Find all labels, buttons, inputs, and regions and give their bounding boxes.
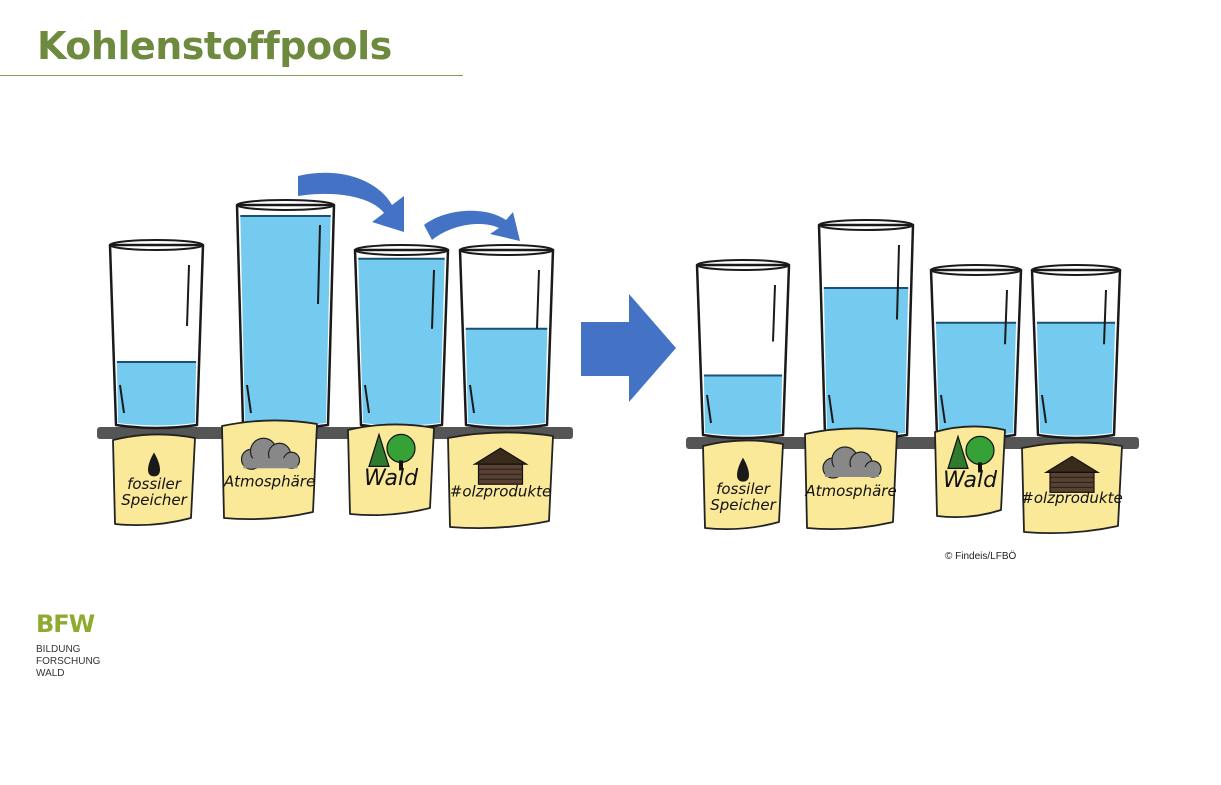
pool-tag-wood: #olzprodukte [447, 431, 554, 530]
pool-label: Wald [364, 466, 419, 491]
pool-label: Atmosphäre [223, 473, 315, 491]
pool-tag-wood: #olzprodukte [1021, 441, 1123, 535]
pool-label: Speicher [121, 491, 187, 509]
log-cabin-icon [472, 447, 529, 485]
pool-label: Speicher [710, 496, 776, 514]
title-divider [0, 75, 463, 76]
trees-icon [368, 432, 416, 471]
log-cabin-icon [1043, 455, 1101, 493]
water-glass [817, 219, 915, 440]
pool-tag-forest: Wald [347, 423, 435, 517]
oil-drop-icon [148, 452, 160, 477]
water-glass [1030, 264, 1122, 440]
water-glass [458, 244, 555, 430]
water-glass [235, 199, 336, 430]
water-level [823, 288, 909, 436]
water-glass [353, 244, 450, 430]
water-level [1036, 322, 1116, 436]
water-glass [695, 259, 791, 440]
trees-icon [947, 434, 995, 473]
pool-tag-atmosphere: Atmosphäre [804, 427, 898, 531]
pool-tag-forest: Wald [934, 425, 1006, 519]
pool-label: Wald [943, 468, 998, 493]
pool-label: #olzprodukte [450, 483, 551, 501]
pool-tag-atmosphere: Atmosphäre [221, 419, 318, 521]
curved-arrow-atmosphere-to-forest [298, 172, 404, 232]
bfw-logo: BFW BILDUNG FORSCHUNG WALD [36, 612, 100, 680]
pool-label: fossiler [127, 475, 182, 493]
water-level [116, 362, 197, 426]
pool-label: Atmosphäre [804, 482, 896, 500]
water-glass [108, 239, 205, 430]
oil-drop-icon [737, 457, 749, 482]
cloud-icon [822, 446, 882, 479]
water-level [703, 375, 783, 436]
shelf-bar [686, 437, 1139, 449]
logo-line: FORSCHUNG [36, 656, 101, 667]
logo-mark: BFW [36, 610, 95, 638]
water-level [465, 328, 548, 426]
water-glass [929, 264, 1023, 440]
cloud-icon [240, 437, 301, 470]
water-level [935, 322, 1017, 436]
water-level [358, 258, 445, 426]
pool-label: #olzprodukte [1021, 489, 1122, 507]
transition-arrow [581, 294, 676, 402]
page-title: Kohlenstoffpools [37, 24, 392, 68]
water-level [240, 216, 331, 426]
logo-line: BILDUNG [36, 644, 81, 655]
curved-arrow-forest-to-wood [424, 210, 520, 241]
logo-line: WALD [36, 668, 65, 679]
pool-label: fossiler [716, 480, 771, 498]
shelf-bar [97, 427, 573, 439]
image-credit: © Findeis/LFBÖ [945, 551, 1017, 562]
